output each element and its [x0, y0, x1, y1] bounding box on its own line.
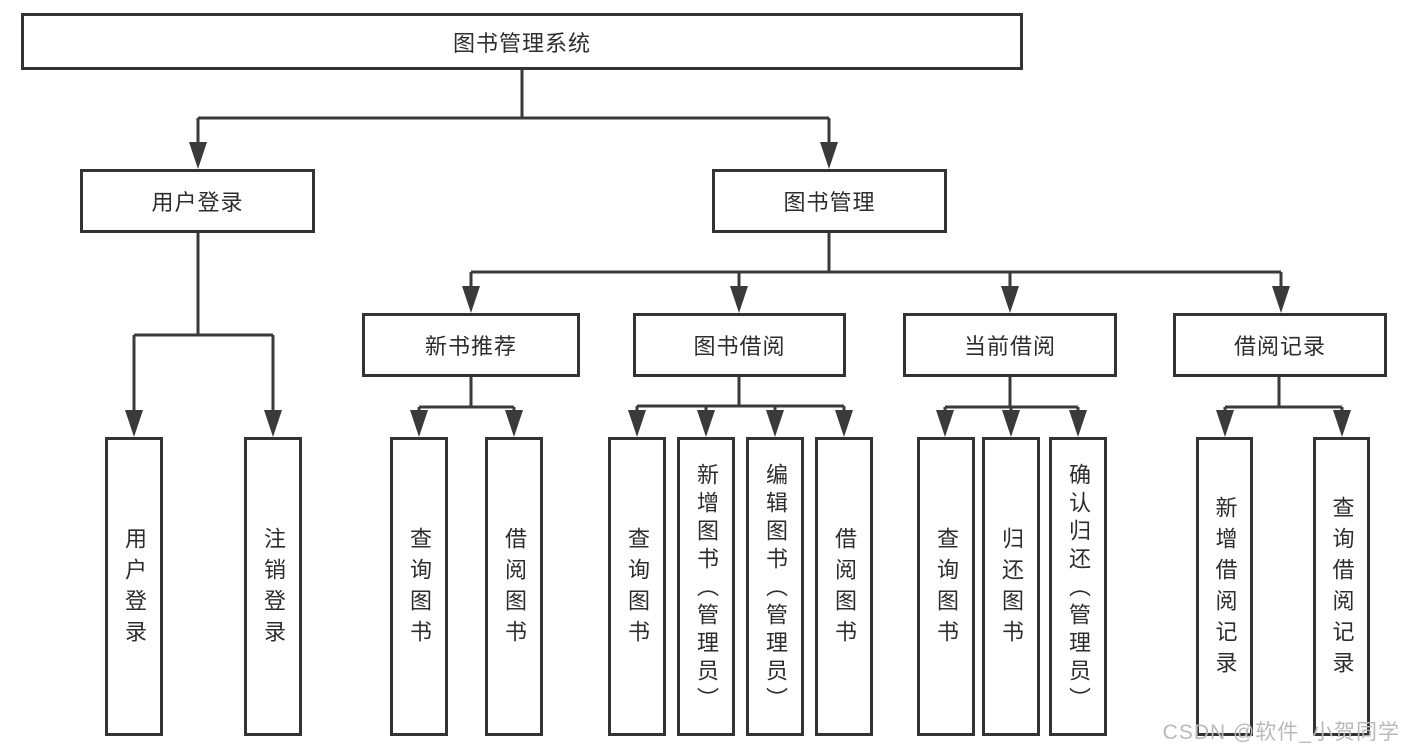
node-borrowing-records: 借阅记录	[1173, 313, 1387, 377]
node-book-management: 图书管理	[712, 169, 947, 233]
node-leaf-br-query-record: 查询借阅记录	[1313, 437, 1370, 736]
node-leaf-nbr-borrow-books: 借阅图书	[485, 437, 543, 736]
node-leaf-bb-query-books: 查询图书	[608, 437, 666, 736]
node-book-borrowing: 图书借阅	[633, 313, 846, 377]
node-current-borrowing: 当前借阅	[903, 313, 1117, 377]
node-root-system: 图书管理系统	[21, 13, 1023, 70]
node-leaf-cb-query-books: 查询图书	[917, 437, 975, 736]
node-user-login: 用户登录	[80, 169, 315, 233]
node-leaf-bb-add-books-admin: 新增图书（管理员）	[677, 437, 735, 736]
node-leaf-bb-borrow-books: 借阅图书	[815, 437, 873, 736]
arrowheads	[125, 142, 1351, 437]
node-leaf-logout: 注销登录	[244, 437, 302, 736]
node-leaf-cb-return-books: 归还图书	[982, 437, 1040, 736]
node-new-book-recommend: 新书推荐	[362, 313, 580, 377]
node-leaf-br-add-record: 新增借阅记录	[1196, 437, 1253, 736]
csdn-watermark: CSDN @软件_小贺同学	[1162, 721, 1400, 744]
node-leaf-bb-edit-books-admin: 编辑图书（管理员）	[746, 437, 804, 736]
node-leaf-user-login: 用户登录	[105, 437, 163, 736]
node-leaf-cb-confirm-return-admin: 确认归还（管理员）	[1049, 437, 1107, 736]
node-leaf-nbr-query-books: 查询图书	[390, 437, 448, 736]
